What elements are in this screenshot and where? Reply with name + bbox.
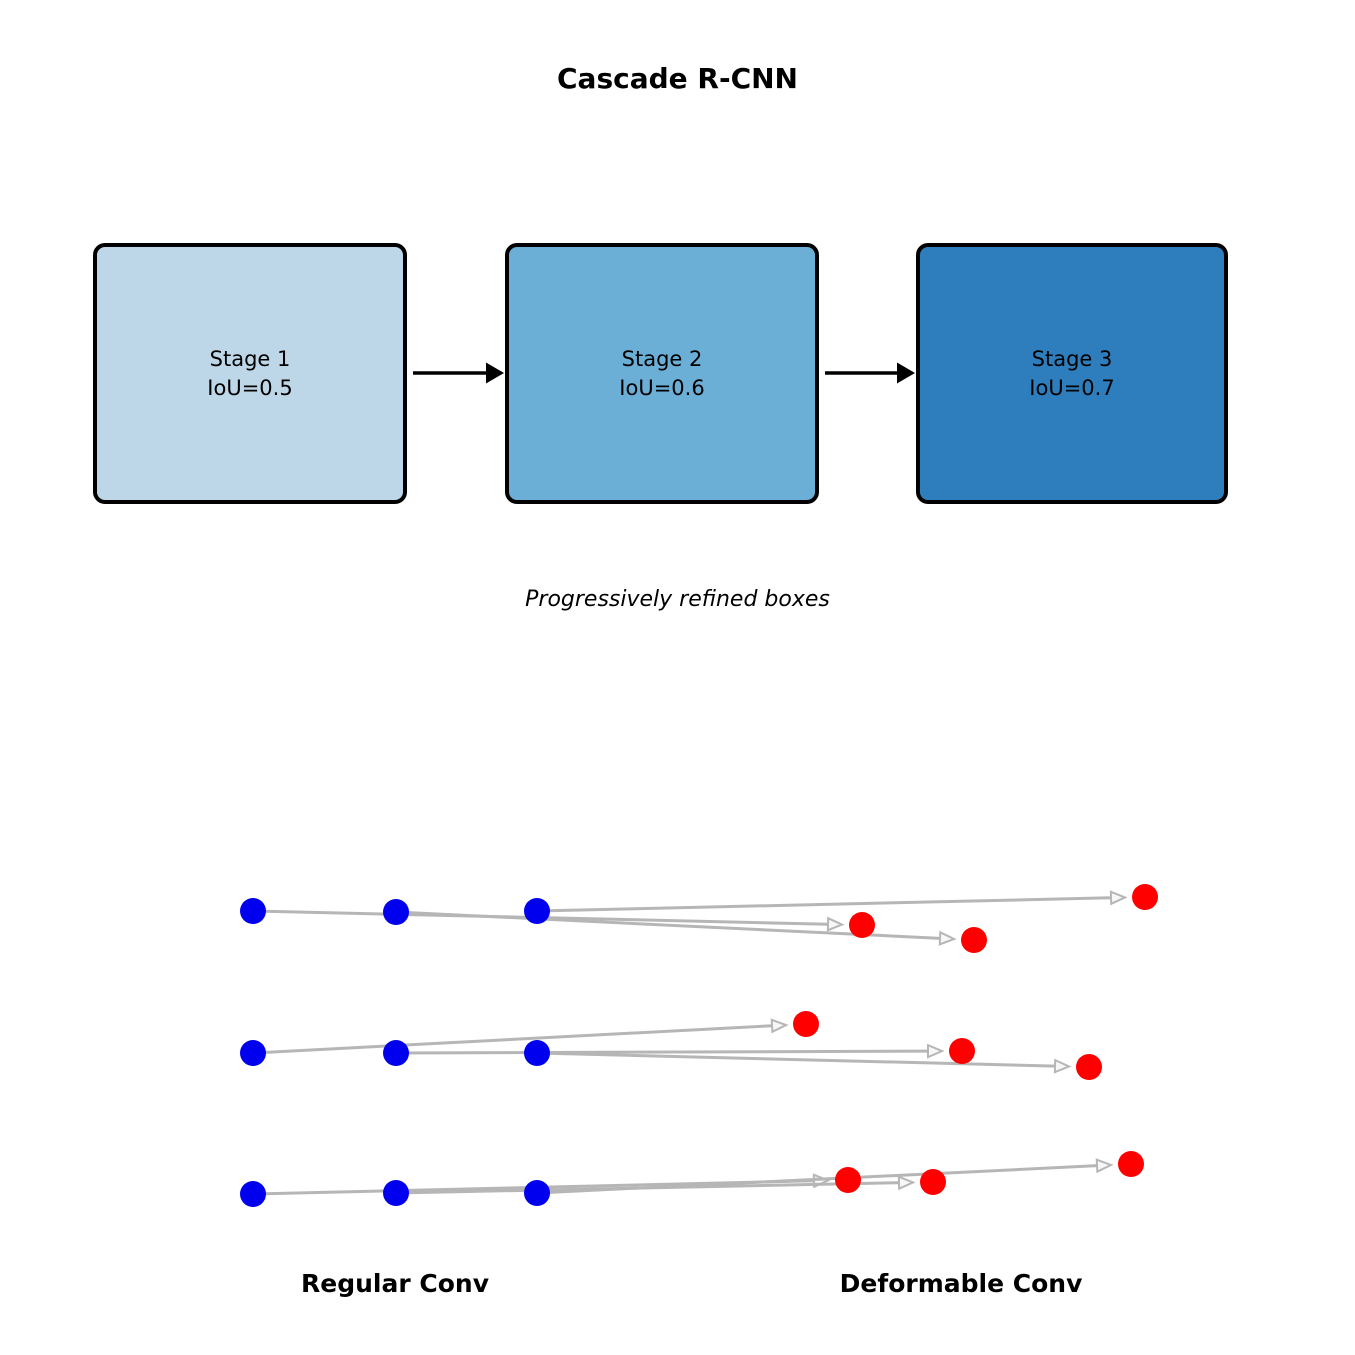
offset-arrow-shaft: [395, 910, 941, 940]
deformable-conv-dot: [1118, 1151, 1144, 1177]
offset-arrow-shaft: [536, 896, 1112, 913]
offset-arrow-head-icon: [1095, 1158, 1114, 1174]
deformable-conv-dot: [1076, 1054, 1102, 1080]
stage-1-label: Stage 1: [209, 346, 291, 371]
offset-arrow-head-icon: [770, 1018, 789, 1034]
figure-title: Cascade R-CNN: [557, 62, 798, 95]
offset-arrow-head-icon: [1109, 890, 1128, 906]
refined-boxes-caption: Progressively refined boxes: [525, 587, 830, 612]
deformable-conv-dot: [1132, 884, 1158, 910]
deformable-conv-dot: [920, 1169, 946, 1195]
offset-arrow-head-icon: [938, 930, 957, 946]
stage-2-box: Stage 2 IoU=0.6: [505, 243, 819, 504]
deformable-conv-dot: [835, 1167, 861, 1193]
stage-1-iou: IoU=0.5: [207, 375, 293, 400]
stage-arrow-2-icon: [825, 362, 915, 384]
regular-conv-dot: [240, 1181, 266, 1207]
offset-arrow-head-icon: [926, 1043, 945, 1059]
deformable-conv-dot: [949, 1038, 975, 1064]
offset-arrow-shaft: [536, 1051, 1056, 1068]
offset-arrow-shaft: [395, 1049, 929, 1055]
deformable-conv-label: Deformable Conv: [839, 1269, 1083, 1298]
stage-3-iou: IoU=0.7: [1029, 375, 1115, 400]
regular-conv-dot: [383, 1040, 409, 1066]
offset-arrow-shaft: [536, 1164, 1098, 1195]
deformable-conv-dot: [793, 1011, 819, 1037]
stage-2-iou: IoU=0.6: [619, 375, 705, 400]
offset-arrow-head-icon: [897, 1175, 916, 1191]
regular-conv-dot: [383, 1180, 409, 1206]
stage-2-label: Stage 2: [621, 346, 703, 371]
stage-3-label: Stage 3: [1031, 346, 1113, 371]
stage-1-box: Stage 1 IoU=0.5: [93, 243, 407, 504]
offset-arrow-shaft: [252, 1024, 773, 1055]
offset-arrow-head-icon: [826, 916, 845, 932]
stage-arrow-1-icon: [413, 362, 504, 384]
regular-conv-dot: [383, 899, 409, 925]
regular-conv-label: Regular Conv: [301, 1269, 489, 1298]
regular-conv-dot: [524, 1180, 550, 1206]
offset-arrow-head-icon: [1053, 1058, 1072, 1074]
deformable-conv-dot: [961, 927, 987, 953]
regular-conv-dot: [240, 1040, 266, 1066]
stage-3-box: Stage 3 IoU=0.7: [916, 243, 1228, 504]
regular-conv-dot: [524, 898, 550, 924]
deformable-conv-dot: [849, 912, 875, 938]
regular-conv-dot: [240, 898, 266, 924]
regular-conv-dot: [524, 1040, 550, 1066]
